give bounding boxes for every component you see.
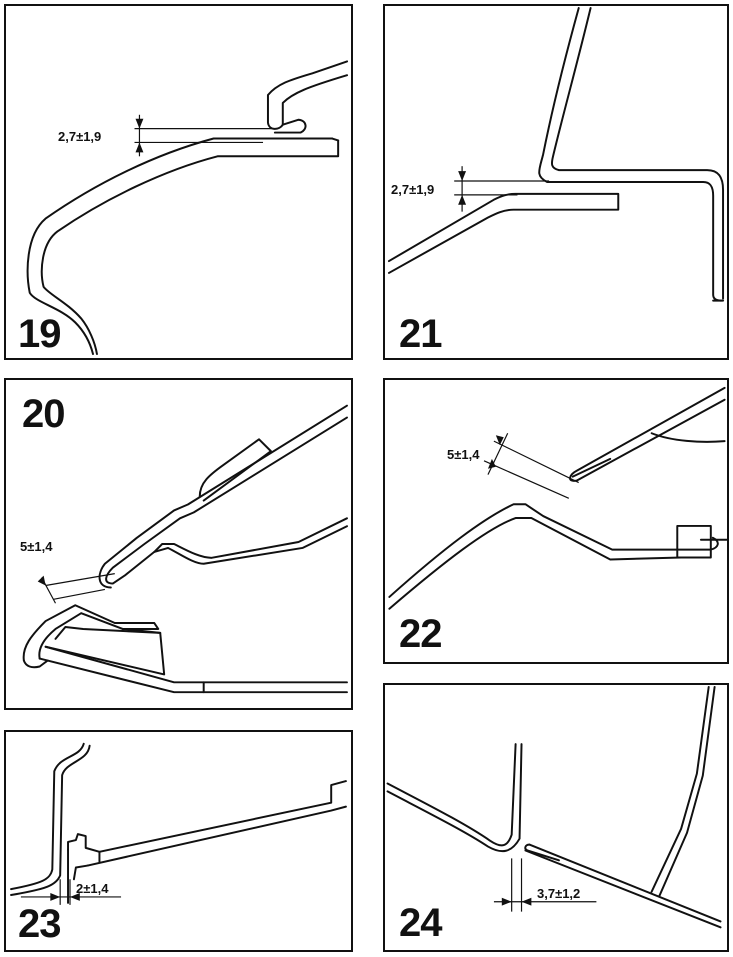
panel-23-dimension: 2±1,4: [76, 881, 109, 896]
panel-21-dimension: 2,7±1,9: [391, 182, 435, 197]
panel-22: 5±1,4 22: [383, 378, 729, 664]
panel-20-drawing: [22, 404, 348, 694]
panel-22-drawing: [388, 386, 727, 610]
panel-22-dimension: 5±1,4: [447, 447, 480, 462]
panel-20-dimension: 5±1,4: [20, 539, 53, 554]
panel-21: 2,7±1,9 21: [383, 4, 729, 360]
panel-19: 2,7±1,9 19: [4, 4, 353, 360]
panel-23: 2±1,4 23: [4, 730, 353, 952]
panel-20-number: 20: [22, 392, 65, 436]
panel-21-number: 21: [399, 312, 442, 356]
panel-24-drawing: [386, 685, 722, 929]
panel-21-drawing: [387, 7, 725, 302]
panel-24-number: 24: [399, 901, 442, 945]
panel-20: 5±1,4 20: [4, 378, 353, 710]
panel-19-drawing: [26, 60, 349, 355]
panel-23-number: 23: [18, 902, 61, 946]
panel-19-dimension: 2,7±1,9: [58, 129, 102, 144]
panel-19-number: 19: [18, 312, 61, 356]
panel-24-dimension: 3,7±1,2: [537, 886, 581, 901]
panel-24: 3,7±1,2 24: [383, 683, 729, 952]
panel-22-number: 22: [399, 612, 442, 656]
panel-23-drawing: [10, 742, 347, 905]
